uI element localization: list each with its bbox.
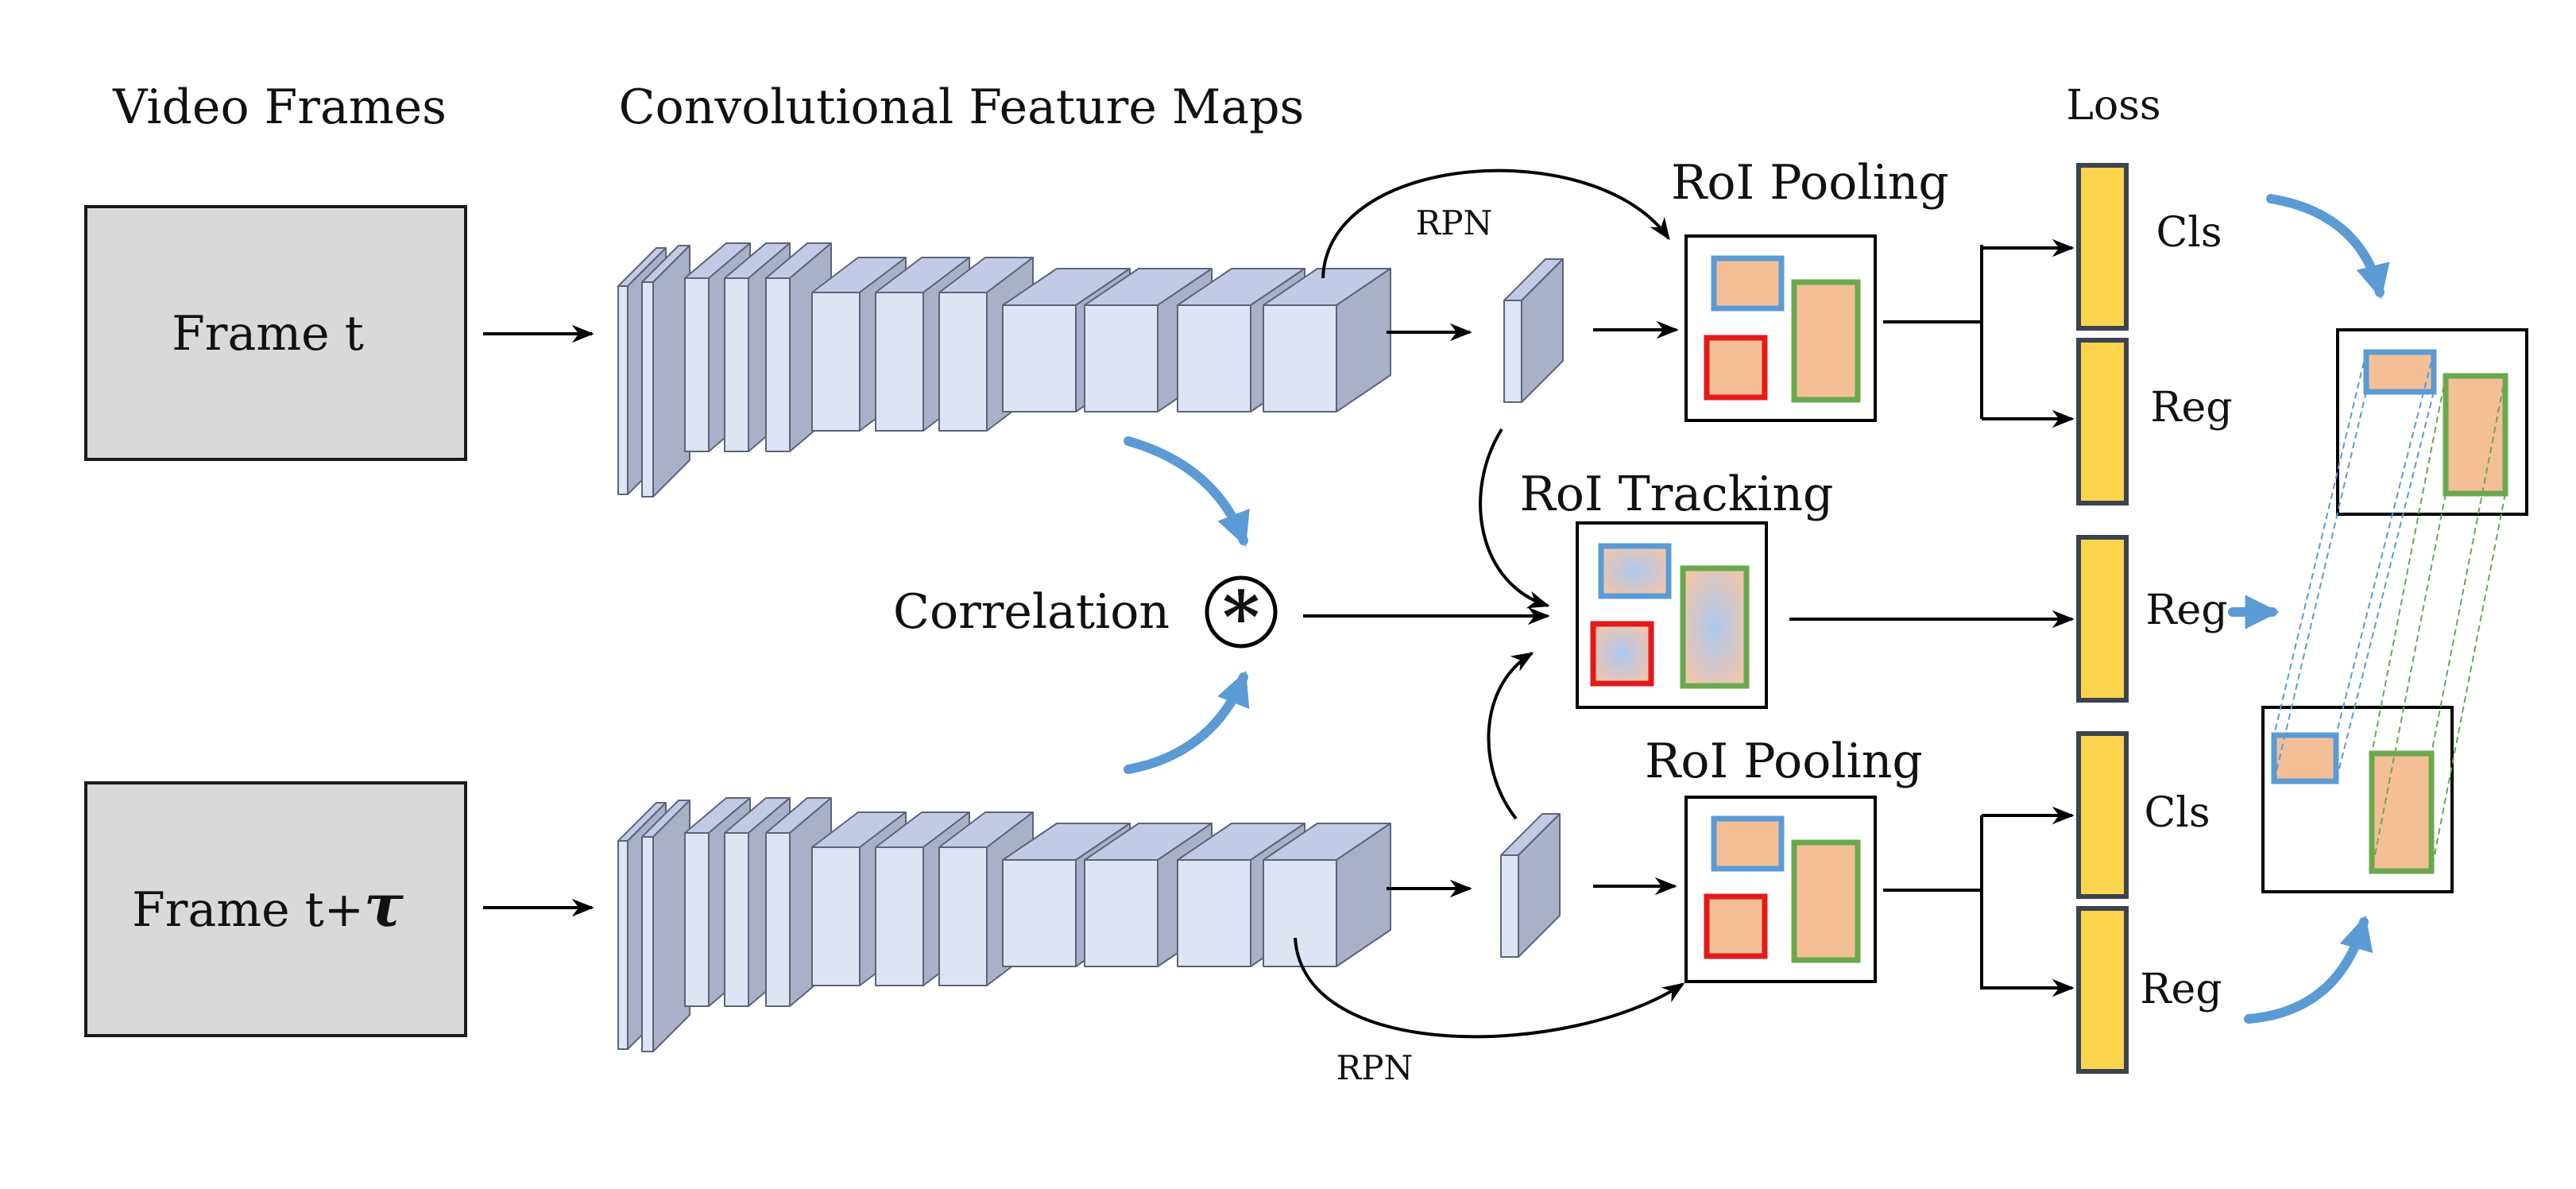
roi-green-region xyxy=(1791,839,1861,963)
result-green-region xyxy=(2369,750,2435,874)
roi-pooling-box-top xyxy=(1684,234,1877,422)
arrow-top-map-to-tracking xyxy=(1479,428,1550,609)
roi-pooling-top-label: RoI Pooling xyxy=(1671,155,1949,211)
video-frames-header: Video Frames xyxy=(112,79,447,135)
feature-map-layer xyxy=(641,800,690,1052)
feature-map-stack-bottom xyxy=(617,797,1391,1052)
feature-map-layer xyxy=(641,245,690,498)
feature-map-layer xyxy=(1500,813,1561,958)
loss-label: Cls xyxy=(2156,209,2222,257)
loss-bar-reg-top xyxy=(2076,338,2129,505)
correlation-operator: * xyxy=(1205,575,1278,660)
blue-arrow-to-top-result xyxy=(2266,194,2390,300)
tau-symbol: τ xyxy=(364,872,404,940)
roi-blue-region xyxy=(1711,815,1785,872)
loss-bar-reg-bottom xyxy=(2076,906,2129,1074)
proposal-feature-map-bottom xyxy=(1500,813,1561,958)
feature-map-layer xyxy=(938,257,1034,432)
frame-t-tau-box: Frame t+τ xyxy=(84,781,467,1037)
track-blue-region xyxy=(1598,543,1672,599)
roi-red-region xyxy=(1704,335,1768,401)
loss-label: Reg xyxy=(2145,587,2227,634)
blue-arrow-to-bottom-result xyxy=(2244,915,2373,1024)
roi-red-region xyxy=(1704,893,1768,959)
roi-green-region xyxy=(1791,279,1861,403)
rpn-label-bottom: RPN xyxy=(1336,1048,1414,1087)
loss-label: Reg xyxy=(2140,966,2222,1013)
track-green-region xyxy=(1680,565,1750,689)
roi-tracking-box xyxy=(1576,521,1768,709)
correspondence-lines xyxy=(2273,351,2506,872)
tracked-box-top xyxy=(2336,328,2528,516)
frame-t-tau-label: Frame t+τ xyxy=(132,872,404,940)
frame-t-label: Frame t xyxy=(172,306,364,362)
result-blue-region xyxy=(2271,732,2339,784)
roi-pooling-bottom-label: RoI Pooling xyxy=(1645,734,1923,789)
feature-map-layer xyxy=(1503,258,1564,403)
correlation-label: Correlation xyxy=(893,584,1170,640)
feature-map-stack-top xyxy=(617,242,1391,498)
rpn-label-top: RPN xyxy=(1416,203,1493,242)
loss-bar-reg-track xyxy=(2076,535,2129,703)
loss-bar-cls-top xyxy=(2076,163,2129,331)
rpn-curve-bottom xyxy=(1294,937,1685,1039)
roi-blue-region xyxy=(1711,255,1785,312)
result-green-region xyxy=(2443,373,2508,497)
loss-header: Loss xyxy=(2066,82,2160,130)
tracked-box-bottom xyxy=(2261,706,2454,893)
conv-feature-maps-header: Convolutional Feature Maps xyxy=(619,79,1305,135)
loss-label: Reg xyxy=(2150,384,2232,432)
blue-arrow-top-to-correlation xyxy=(1124,436,1250,548)
roi-pooling-box-bottom xyxy=(1684,796,1877,983)
roi-tracking-label: RoI Tracking xyxy=(1520,467,1834,522)
result-blue-region xyxy=(2363,349,2437,395)
feature-map-layer xyxy=(1263,823,1391,967)
frame-t-box: Frame t xyxy=(84,205,467,461)
rpn-curve-top xyxy=(1321,168,1670,279)
loss-label: Cls xyxy=(2144,789,2210,837)
track-red-region xyxy=(1590,621,1654,687)
arrow-bottom-map-to-tracking xyxy=(1487,652,1534,820)
correlation-symbol: * xyxy=(1222,575,1259,660)
blue-arrow-bottom-to-correlation xyxy=(1124,670,1250,774)
loss-bar-cls-bottom xyxy=(2076,731,2129,899)
proposal-feature-map-top xyxy=(1503,258,1564,403)
loss-branch-lines xyxy=(1789,238,2075,997)
feature-map-layer xyxy=(1263,268,1391,412)
